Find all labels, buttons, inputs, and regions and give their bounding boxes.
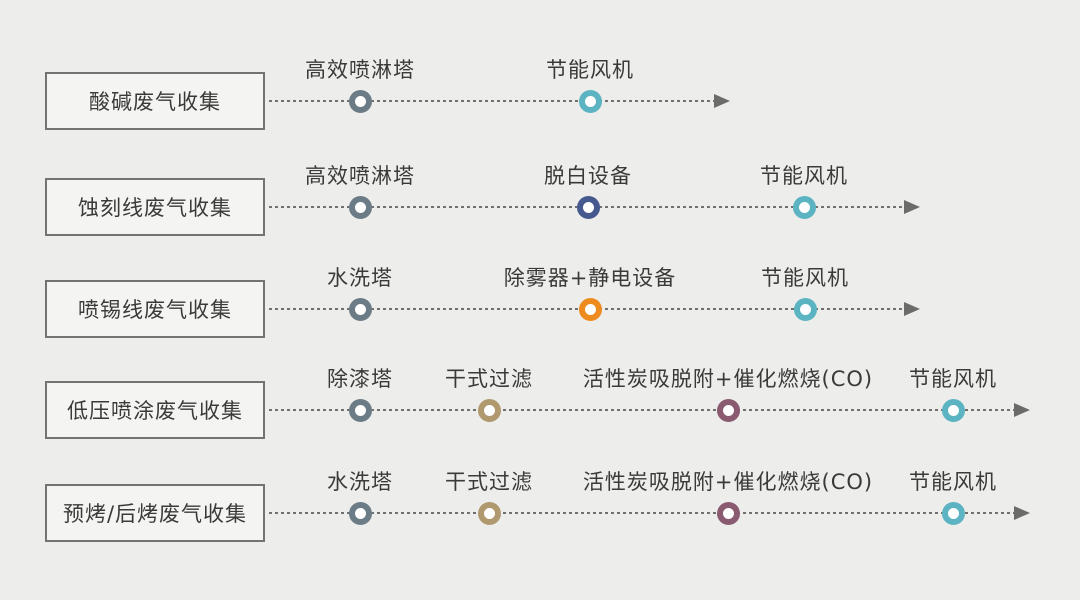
process-step-node-icon: [349, 399, 372, 422]
flow-dotted-line: [269, 100, 715, 102]
process-step-label: 节能风机: [909, 367, 997, 391]
collection-source-box: 喷锡线废气收集: [45, 280, 265, 338]
flow-arrow-icon: [1014, 403, 1030, 417]
process-step-node-icon: [577, 196, 600, 219]
flow-arrow-icon: [904, 200, 920, 214]
process-step-label: 节能风机: [546, 58, 634, 82]
flow-arrow-icon: [714, 94, 730, 108]
process-step-node-icon: [942, 399, 965, 422]
flow-dotted-line: [269, 409, 1015, 411]
process-step-node-icon: [579, 90, 602, 113]
process-step-node-icon: [942, 502, 965, 525]
collection-source-label: 蚀刻线废气收集: [78, 196, 232, 220]
process-step-label: 水洗塔: [327, 470, 393, 494]
process-step-node-icon: [794, 298, 817, 321]
process-step-label: 节能风机: [761, 266, 849, 290]
process-step-node-icon: [579, 298, 602, 321]
collection-source-label: 酸碱废气收集: [89, 90, 221, 114]
process-step-node-icon: [717, 502, 740, 525]
flow-dotted-line: [269, 512, 1015, 514]
process-step-label: 活性炭吸脱附+催化燃烧(CO): [582, 470, 874, 494]
flow-arrow-icon: [1014, 506, 1030, 520]
process-step-label: 干式过滤: [445, 367, 533, 391]
process-step-node-icon: [478, 399, 501, 422]
collection-source-box: 预烤/后烤废气收集: [45, 484, 265, 542]
process-step-node-icon: [349, 90, 372, 113]
collection-source-label: 喷锡线废气收集: [78, 298, 232, 322]
process-step-node-icon: [717, 399, 740, 422]
process-step-label: 干式过滤: [445, 470, 533, 494]
process-step-label: 脱白设备: [544, 164, 632, 188]
collection-source-box: 酸碱废气收集: [45, 72, 265, 130]
flow-arrow-icon: [904, 302, 920, 316]
process-step-label: 高效喷淋塔: [305, 164, 415, 188]
process-step-node-icon: [349, 502, 372, 525]
collection-source-box: 蚀刻线废气收集: [45, 178, 265, 236]
collection-source-box: 低压喷涂废气收集: [45, 381, 265, 439]
process-step-node-icon: [349, 298, 372, 321]
process-step-node-icon: [793, 196, 816, 219]
process-step-node-icon: [478, 502, 501, 525]
process-step-label: 除雾器+静电设备: [503, 266, 677, 290]
collection-source-label: 低压喷涂废气收集: [67, 399, 243, 423]
process-step-label: 节能风机: [909, 470, 997, 494]
process-step-label: 高效喷淋塔: [305, 58, 415, 82]
process-step-label: 活性炭吸脱附+催化燃烧(CO): [582, 367, 874, 391]
process-step-label: 水洗塔: [327, 266, 393, 290]
process-step-label: 除漆塔: [327, 367, 393, 391]
process-step-label: 节能风机: [760, 164, 848, 188]
process-step-node-icon: [349, 196, 372, 219]
collection-source-label: 预烤/后烤废气收集: [62, 502, 248, 526]
